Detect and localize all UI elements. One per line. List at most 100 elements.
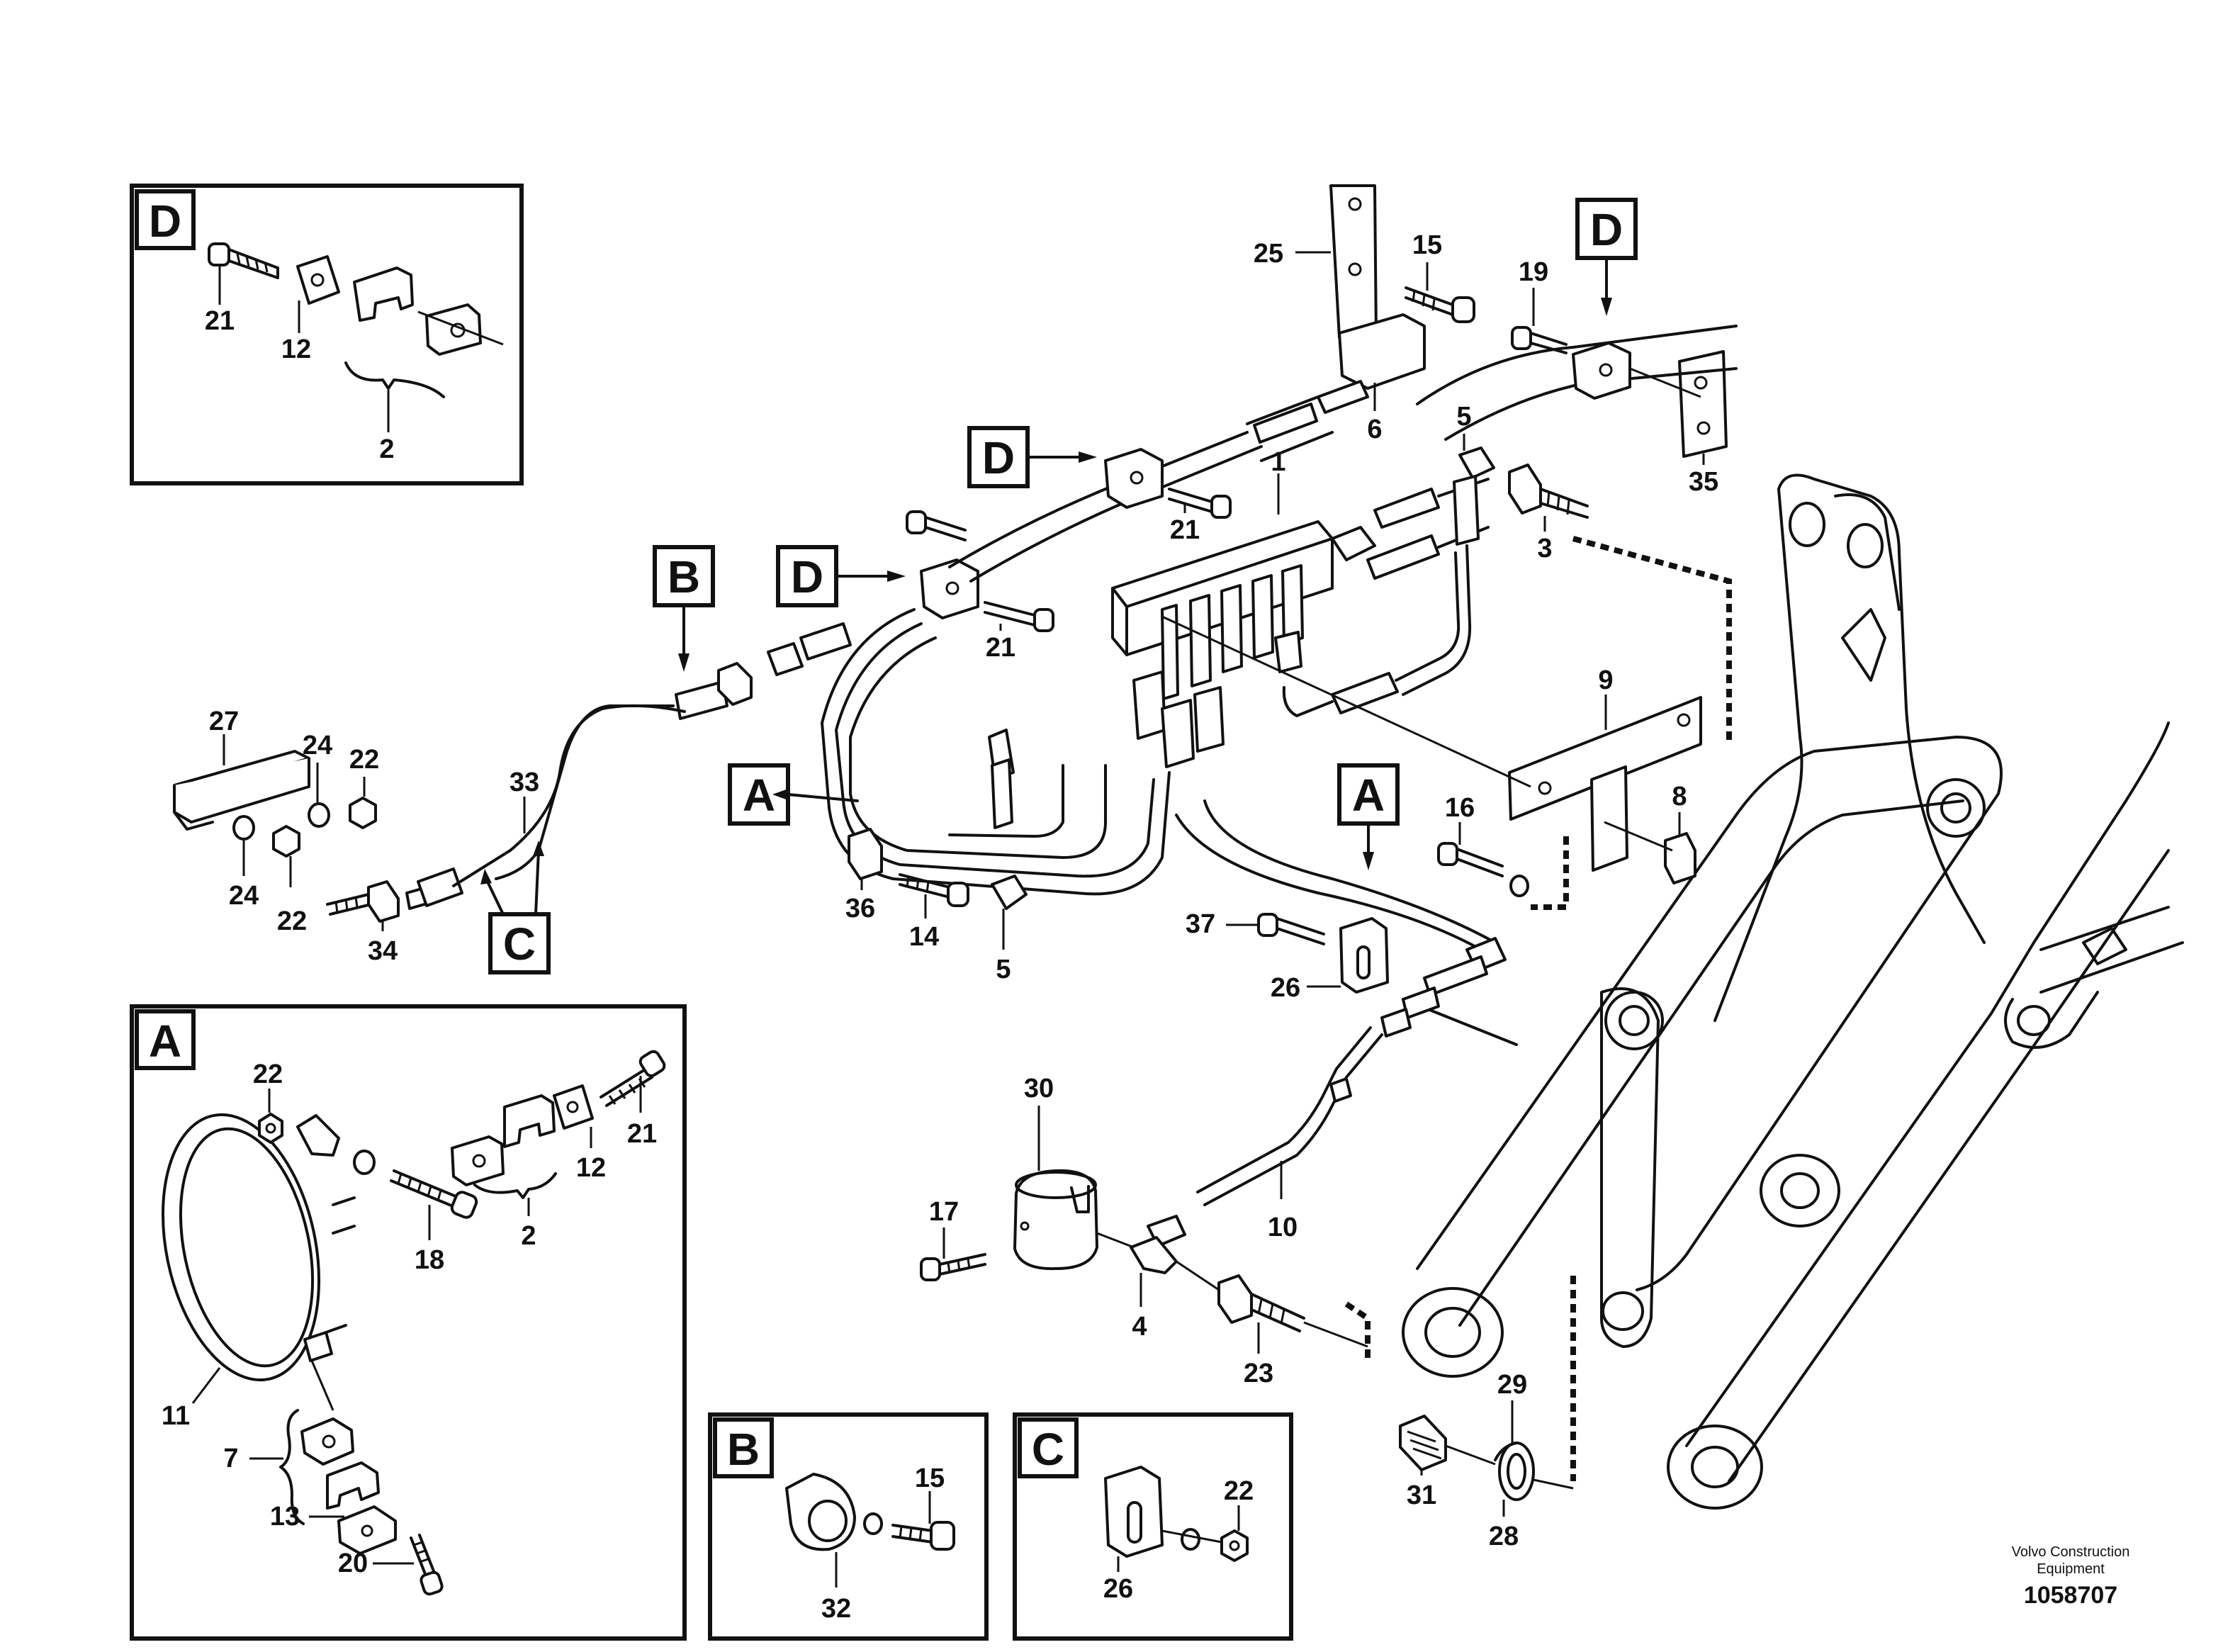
plate-washer-icon <box>553 1084 594 1130</box>
callout-13: 13 <box>270 1502 300 1532</box>
bolt-icon <box>600 1050 666 1107</box>
loader-arm-assembly <box>1402 473 2184 1510</box>
ring-seal-icon <box>1494 1442 1535 1501</box>
callout-22: 22 <box>277 906 307 936</box>
threaded-plug-icon <box>1399 1415 1447 1471</box>
svg-text:D: D <box>982 432 1015 483</box>
bracket-plate-icon <box>1508 696 1702 821</box>
svg-text:C: C <box>1032 1424 1064 1475</box>
svg-text:A: A <box>1352 770 1385 821</box>
callout-22: 22 <box>1224 1476 1254 1506</box>
callout-18: 18 <box>415 1245 444 1275</box>
callout-17: 17 <box>929 1197 959 1227</box>
clamp-half-icon <box>326 1461 380 1510</box>
bolt-icon <box>906 510 967 541</box>
svg-text:A: A <box>149 1016 181 1067</box>
clamp-plate-icon <box>337 1505 397 1555</box>
fitting-icon <box>326 867 463 923</box>
plate-washer-icon <box>296 255 340 305</box>
bolt-icon <box>899 873 969 907</box>
callout-14: 14 <box>909 922 939 952</box>
callout-15: 15 <box>915 1463 945 1493</box>
callout-tag-d-mid: D <box>967 426 1097 488</box>
svg-text:D: D <box>1590 204 1623 255</box>
bolt-icon <box>984 601 1054 632</box>
washer-icon <box>353 1150 376 1175</box>
clamp-half-icon <box>425 303 482 356</box>
callout-5: 5 <box>996 955 1011 984</box>
callout-15: 15 <box>1412 230 1442 260</box>
callout-26: 26 <box>1103 1574 1133 1604</box>
clamp-half-icon <box>503 1094 556 1148</box>
bolt-icon <box>891 1521 955 1551</box>
bolt-icon <box>208 242 279 279</box>
company-line-2: Equipment <box>2037 1561 2105 1577</box>
spacer-icon <box>848 828 883 880</box>
callout-37: 37 <box>1186 909 1215 939</box>
callout-tag-a-left: A <box>728 763 859 826</box>
bolt-icon <box>1257 913 1325 945</box>
svg-text:B: B <box>668 551 700 602</box>
detail-view-b: B 15 32 <box>708 1412 989 1641</box>
callout-11: 11 <box>162 1401 190 1431</box>
callout-7: 7 <box>223 1444 238 1473</box>
svg-text:C: C <box>503 918 536 970</box>
p-clamp-icon <box>785 1473 856 1551</box>
svg-text:D: D <box>791 551 823 602</box>
callout-34: 34 <box>368 936 398 966</box>
callout-36: 36 <box>845 894 875 923</box>
callout-28: 28 <box>1489 1522 1519 1551</box>
callout-8: 8 <box>1672 782 1687 811</box>
callout-21: 21 <box>986 633 1015 663</box>
clamp-block-icon <box>1339 917 1389 994</box>
callout-tag-c: C <box>480 841 551 974</box>
washer-icon <box>863 1512 883 1535</box>
elbow-fitting-icon <box>1458 446 1495 479</box>
detail-view-d: D 21 12 2 <box>130 184 524 485</box>
mounting-bracket-icon <box>1678 350 1728 458</box>
callout-2: 2 <box>521 1221 536 1251</box>
callout-3: 3 <box>1537 534 1552 563</box>
callout-12: 12 <box>576 1153 606 1183</box>
callout-23: 23 <box>1244 1359 1273 1388</box>
bolt-icon <box>410 1534 444 1596</box>
callout-tag-d-left: D <box>776 545 906 607</box>
callout-21: 21 <box>627 1119 657 1149</box>
elbow-fitting-icon <box>991 875 1028 910</box>
callout-35: 35 <box>1689 467 1718 497</box>
clamp-half-icon <box>451 1135 505 1186</box>
clamp-half-icon <box>300 1417 354 1466</box>
callout-20: 20 <box>338 1549 368 1578</box>
sleeve-icon <box>1013 1169 1098 1271</box>
callout-31: 31 <box>1407 1480 1436 1510</box>
washer-icon <box>1181 1528 1200 1551</box>
callout-tag-b: B <box>653 545 715 672</box>
washer-icon <box>1509 875 1529 897</box>
fitting-icon <box>1217 1274 1305 1332</box>
nut-icon <box>258 1113 283 1144</box>
callout-32: 32 <box>821 1594 851 1624</box>
callout-22: 22 <box>253 1060 283 1089</box>
callout-tag-d-top: D <box>1575 198 1638 316</box>
callout-24: 24 <box>229 881 259 911</box>
callout-19: 19 <box>1519 257 1548 287</box>
hydraulic-valve-assembly <box>173 184 1738 1501</box>
callout-2: 2 <box>379 434 394 464</box>
detail-view-c: C 22 26 <box>1013 1412 1293 1641</box>
callout-33: 33 <box>510 768 539 797</box>
callout-4: 4 <box>1132 1312 1147 1342</box>
company-line-1: Volvo Construction <box>2012 1544 2130 1560</box>
callout-22: 22 <box>349 745 379 775</box>
callout-16: 16 <box>1445 793 1475 823</box>
clamp-half-icon <box>353 266 414 322</box>
callout-1: 1 <box>1271 447 1285 477</box>
main-callouts: 25 15 6 19 35 5 1 3 21 21 9 8 16 27 24 2… <box>209 230 1718 1551</box>
nut-icon <box>1220 1529 1249 1562</box>
svg-text:D: D <box>149 196 181 247</box>
bolt-icon <box>1168 488 1232 519</box>
callout-5: 5 <box>1456 402 1471 432</box>
footer: Volvo Construction Equipment 1058707 <box>2012 1544 2130 1609</box>
fitting-icon <box>1508 463 1589 519</box>
nut-icon <box>717 662 753 706</box>
